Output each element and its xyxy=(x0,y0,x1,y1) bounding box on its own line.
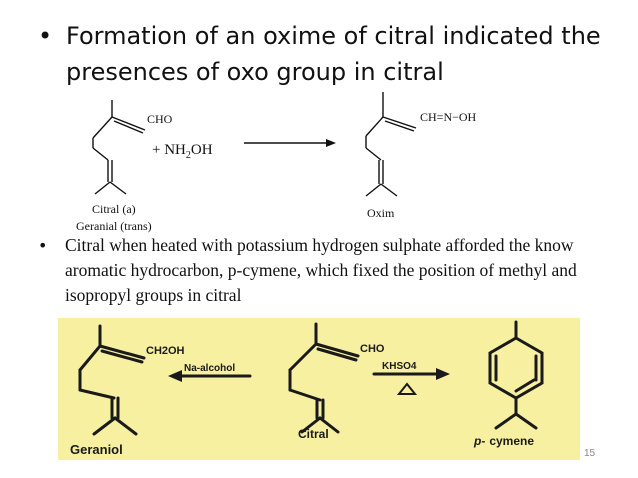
oxim-label: Oxim xyxy=(367,206,395,220)
reagent-label: + NH2OH xyxy=(152,142,213,161)
cymene-reaction-image: CH2OH Na-alcohol CHO KHSO4 Geraniol Citr… xyxy=(58,318,580,460)
cho-label: CHO xyxy=(147,112,173,126)
arrow-right-icon xyxy=(436,368,450,380)
citral-cho-label: CHO xyxy=(360,343,385,355)
bullet-1-text: Formation of an oxime of citral indicate… xyxy=(66,22,601,86)
bullet-point-2: • Citral when heated with potassium hydr… xyxy=(38,233,618,308)
bullet-icon: • xyxy=(38,22,53,50)
p-cymene-label: p-cymene xyxy=(473,434,534,448)
heat-triangle-icon xyxy=(396,382,418,395)
oxime-group-label: CH=N−OH xyxy=(420,110,477,124)
arrow-left-icon xyxy=(168,370,182,382)
oxime-reaction-diagram: CHO + NH2OH CH=N−OH Citral (a) Geranial … xyxy=(76,92,477,233)
citral-a-label: Citral (a) xyxy=(92,202,136,216)
geranial-label: Geranial (trans) xyxy=(76,219,152,233)
khso4-label: KHSO4 xyxy=(382,361,417,372)
citral-label: Citral xyxy=(298,427,329,441)
reaction-arrow-icon xyxy=(326,139,336,147)
bullet-point-1: • Formation of an oxime of citral indica… xyxy=(38,18,618,90)
na-alcohol-label: Na-alcohol xyxy=(184,363,235,374)
ch2oh-label: CH2OH xyxy=(146,345,185,357)
bullet-2-text: Citral when heated with potassium hydrog… xyxy=(65,235,577,305)
bullet-icon: • xyxy=(38,236,48,255)
geraniol-label: Geraniol xyxy=(70,442,123,457)
page-number: 15 xyxy=(584,448,596,459)
